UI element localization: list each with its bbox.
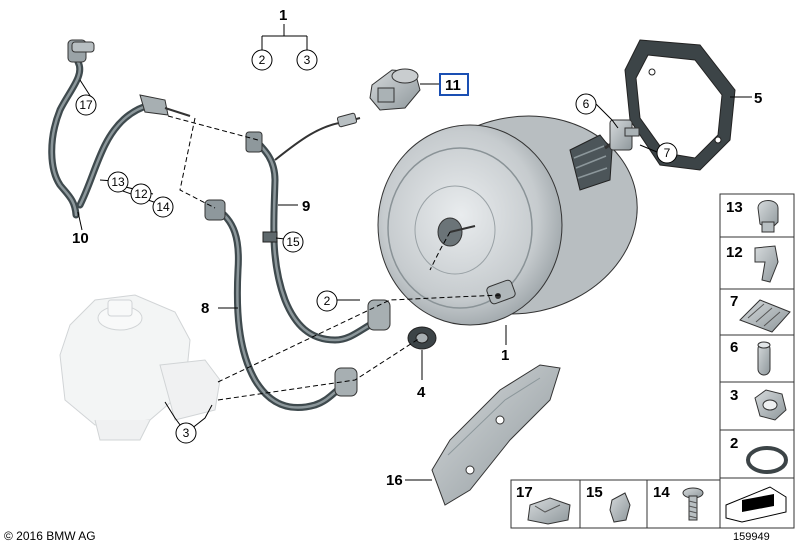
callout-8: 8 bbox=[201, 300, 209, 317]
svg-text:7: 7 bbox=[664, 146, 671, 160]
legend-bottom: 17 15 14 bbox=[510, 479, 721, 529]
legend-label-3: 3 bbox=[730, 387, 738, 404]
clip-13-icon bbox=[757, 200, 779, 233]
callout-15: 15 bbox=[282, 231, 304, 253]
callout-12: 12 bbox=[130, 183, 152, 205]
callout-11-highlighted[interactable]: 11 bbox=[439, 73, 469, 96]
hose-9 bbox=[245, 131, 391, 344]
callout-4: 4 bbox=[417, 384, 426, 401]
reservoir-ghost bbox=[59, 294, 221, 441]
svg-text:2: 2 bbox=[324, 294, 331, 308]
callout-1-mid: 1 bbox=[501, 347, 509, 364]
diagram-id: 159949 bbox=[733, 531, 770, 543]
hose-8 bbox=[204, 199, 358, 412]
callout-3-bottom: 3 bbox=[175, 422, 197, 444]
svg-text:17: 17 bbox=[79, 98, 93, 112]
svg-text:15: 15 bbox=[286, 235, 300, 249]
vacuum-sensor-11 bbox=[369, 68, 421, 111]
callout-6: 6 bbox=[575, 93, 597, 115]
gasket-5 bbox=[624, 39, 736, 171]
legend-right: 13 12 7 6 3 2 bbox=[719, 193, 795, 529]
holder-12-icon bbox=[754, 245, 779, 283]
legend-label-2: 2 bbox=[730, 435, 738, 452]
arrow-icon bbox=[725, 486, 787, 523]
clip-17-icon bbox=[527, 497, 571, 525]
svg-text:3: 3 bbox=[183, 426, 190, 440]
hose-10 bbox=[76, 94, 191, 209]
callout-9: 9 bbox=[302, 198, 310, 215]
callout-14: 14 bbox=[152, 196, 174, 218]
callout-1-top: 1 bbox=[279, 7, 287, 24]
bracket-16 bbox=[431, 364, 561, 506]
callout-5: 5 bbox=[754, 90, 762, 107]
svg-text:12: 12 bbox=[134, 187, 148, 201]
svg-text:6: 6 bbox=[583, 97, 590, 111]
callout-16: 16 bbox=[386, 472, 403, 489]
grommet-4 bbox=[407, 326, 437, 350]
brake-booster-1 bbox=[377, 115, 638, 326]
svg-text:14: 14 bbox=[156, 200, 170, 214]
o-ring-2-icon bbox=[746, 446, 788, 474]
spring-clip-7-icon bbox=[739, 299, 791, 333]
screw-14-icon bbox=[682, 487, 704, 521]
legend-label-12: 12 bbox=[726, 244, 743, 261]
callout-13: 13 bbox=[107, 171, 129, 193]
legend-label-15: 15 bbox=[586, 484, 603, 501]
svg-text:2: 2 bbox=[259, 53, 266, 67]
clevis-6-7 bbox=[609, 119, 640, 151]
pin-6-icon bbox=[757, 341, 771, 376]
svg-text:3: 3 bbox=[304, 53, 311, 67]
hose-17 bbox=[48, 39, 95, 219]
legend-label-14: 14 bbox=[653, 484, 670, 501]
callout-17: 17 bbox=[75, 94, 97, 116]
legend-label-13: 13 bbox=[726, 199, 743, 216]
svg-text:11: 11 bbox=[445, 77, 461, 94]
callout-3-top: 3 bbox=[296, 49, 318, 71]
copyright-text: © 2016 BMW AG bbox=[4, 529, 96, 543]
callout-2-top: 2 bbox=[251, 49, 273, 71]
clip-15-icon bbox=[609, 492, 631, 523]
svg-text:13: 13 bbox=[111, 175, 125, 189]
nut-3-icon bbox=[754, 389, 787, 421]
legend-label-6: 6 bbox=[730, 339, 738, 356]
callout-10: 10 bbox=[72, 230, 89, 247]
callout-2-mid: 2 bbox=[316, 290, 338, 312]
legend-label-7: 7 bbox=[730, 293, 738, 310]
legend-label-17: 17 bbox=[516, 484, 533, 501]
callout-7: 7 bbox=[656, 142, 678, 164]
